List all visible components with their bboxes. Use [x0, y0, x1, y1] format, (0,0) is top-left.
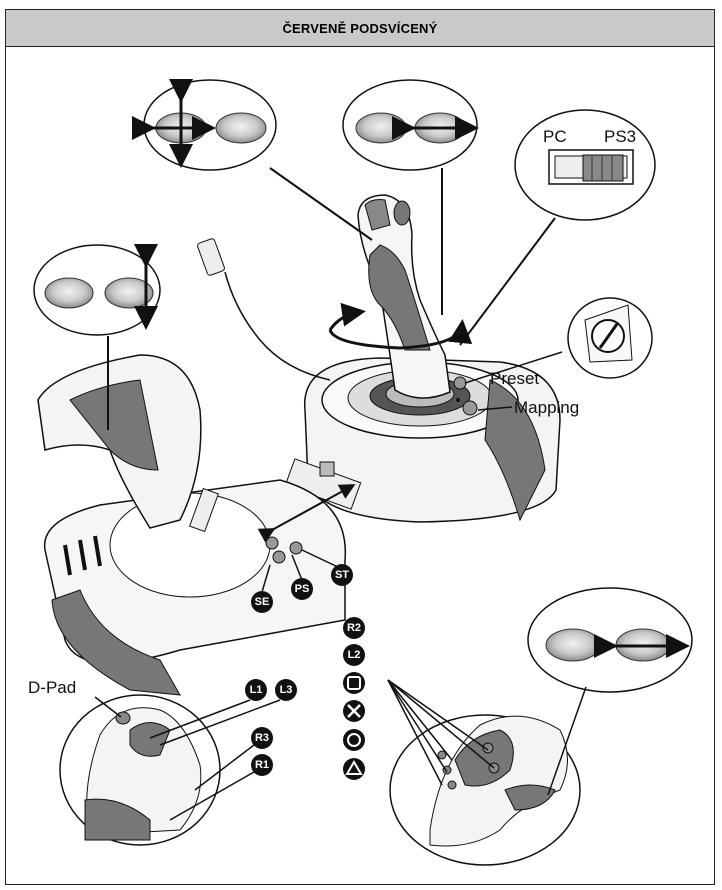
svg-text:L1: L1 [250, 684, 263, 696]
mapping-button-icon [462, 400, 478, 416]
pc-ps3-switch-bubble: PC PS3 [514, 109, 656, 221]
ps-button-badge: PS [291, 554, 313, 600]
stick-horizontal-bubble [342, 79, 479, 171]
joystick-grip [357, 194, 451, 399]
twist-bubble [527, 587, 693, 693]
throttle-bubble [33, 244, 161, 336]
dpad-label: D-Pad [28, 678, 76, 697]
switch-label-ps3: PS3 [604, 127, 636, 146]
svg-text:R1: R1 [255, 759, 269, 771]
face-button-leaders [387, 679, 495, 786]
r3-button-badge: R3 [194, 727, 273, 791]
lock-screw-bubble [567, 297, 653, 379]
grip-closeup-left [59, 694, 221, 846]
r1-button-badge: R1 [169, 754, 273, 821]
svg-text:SE: SE [255, 596, 270, 608]
triangle-button-icon [343, 758, 365, 780]
circle-button-icon [343, 729, 365, 751]
svg-text:R2: R2 [347, 622, 361, 634]
throttle-unit [37, 354, 347, 696]
svg-text:ST: ST [335, 569, 349, 581]
mode-switch-slider [582, 154, 624, 182]
diagram-frame: ČERVENĚ PODSVÍCENÝ [5, 9, 715, 885]
mapping-label: Mapping [514, 398, 579, 417]
switch-label-pc: PC [543, 127, 567, 146]
usb-cable [197, 238, 331, 381]
l1-button-badge: L1 [149, 679, 267, 739]
r2-button-badge: R2 [343, 617, 365, 639]
svg-text:PS: PS [295, 583, 310, 595]
start-button-badge: ST [301, 549, 353, 586]
select-button-badge: SE [251, 564, 273, 613]
preset-button-icon [453, 376, 467, 390]
l2-button-badge: L2 [343, 644, 365, 666]
svg-text:R3: R3 [255, 732, 269, 744]
preset-label: Preset [490, 369, 539, 388]
svg-text:L3: L3 [280, 684, 293, 696]
svg-text:L2: L2 [348, 649, 361, 661]
square-button-icon [343, 672, 365, 694]
page-title: ČERVENĚ PODSVÍCENÝ [6, 10, 714, 47]
grip-closeup-right [389, 714, 581, 866]
cross-button-icon [343, 700, 365, 722]
stick-4way-bubble [132, 79, 277, 171]
l3-button-badge: L3 [159, 679, 297, 746]
